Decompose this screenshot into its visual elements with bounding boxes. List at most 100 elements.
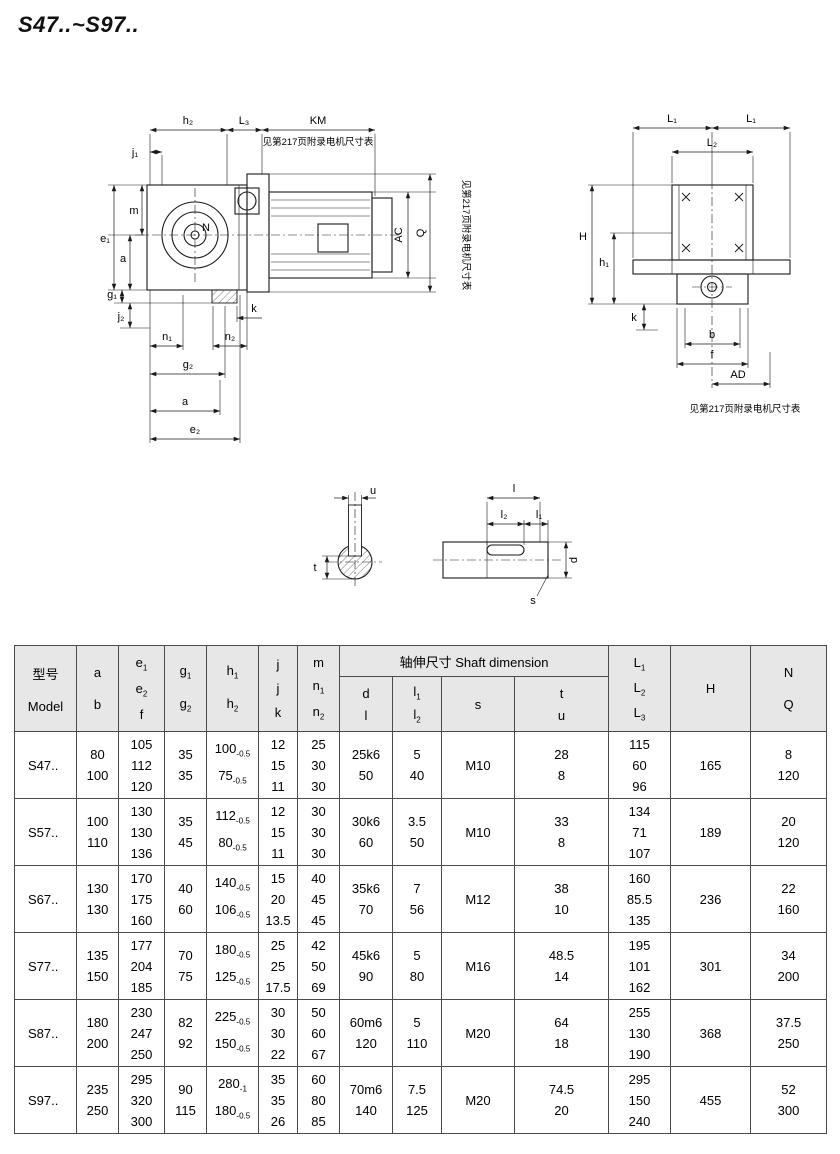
dim-label-g1: g₁ xyxy=(107,289,117,301)
header-L3: L3 xyxy=(633,704,646,723)
cell-value: 136 xyxy=(130,845,153,861)
header-l2: l2 xyxy=(413,706,421,725)
cell-value: 20 xyxy=(270,891,286,907)
cell-value: 120 xyxy=(777,835,800,850)
cell-value: M10 xyxy=(465,824,491,840)
cell-value: 30 xyxy=(311,845,326,861)
page-title: S47..~S97.. xyxy=(18,12,140,37)
cell-value: 101 xyxy=(628,958,651,974)
header-Q: Q xyxy=(783,697,794,713)
header-f: f xyxy=(139,706,144,722)
cell-value: 30 xyxy=(270,1004,286,1020)
dim-label-Q: Q xyxy=(415,228,427,237)
cell-value: 250 xyxy=(130,1046,153,1062)
cell-value: 120 xyxy=(130,778,153,794)
dim-label-h1: h₁ xyxy=(599,257,609,269)
header-a: a xyxy=(93,664,102,680)
cell-value: 40 xyxy=(178,881,193,896)
cell-value: 240 xyxy=(628,1113,651,1129)
header-g2: g2 xyxy=(179,696,192,714)
cell-value: 92 xyxy=(178,1036,193,1051)
cell-s: M10 xyxy=(441,798,515,866)
cell-value: 50 xyxy=(311,1004,326,1020)
header-n2: n2 xyxy=(312,703,325,722)
cell-value: 75 xyxy=(178,969,193,984)
cell-value: 8 xyxy=(557,768,566,783)
cell-value: 45k6 xyxy=(351,948,381,963)
cell-value: 180-0.5 xyxy=(214,1103,251,1121)
cell-value: 250 xyxy=(777,1036,800,1051)
cell-value: 107 xyxy=(628,845,651,861)
cell-value: 105 xyxy=(130,736,153,752)
cell-value: M10 xyxy=(465,757,491,773)
cell-value: 26 xyxy=(270,1113,286,1129)
cell-value: 120 xyxy=(777,768,800,783)
cell-value: 5 xyxy=(413,1015,421,1030)
cell-value: 115 xyxy=(175,1103,196,1118)
cell-value: 3.5 xyxy=(407,814,427,829)
cell-value: 255 xyxy=(628,1004,651,1020)
cell-s: M10 xyxy=(441,731,515,799)
header-e2: e2 xyxy=(135,681,148,699)
cell-value: 185 xyxy=(130,979,153,995)
cell-value: 18 xyxy=(554,1036,569,1051)
cell-mn: 40 45 45 xyxy=(297,865,340,933)
dim-label-s: s xyxy=(530,595,536,607)
cell-value: 34 xyxy=(781,948,796,963)
shaft-section-detail: u t xyxy=(313,485,382,587)
cell-value: 67 xyxy=(311,1046,326,1062)
dim-label-AC: AC xyxy=(393,227,405,242)
cell-value: 150-0.5 xyxy=(214,1036,251,1054)
header-t: t xyxy=(559,685,564,701)
cell-value: 165 xyxy=(699,757,722,773)
cell-value: 189 xyxy=(699,824,722,840)
cell-value: 130 xyxy=(86,881,109,896)
cell-value: 60 xyxy=(311,1025,326,1041)
cell-value: 12 xyxy=(270,736,286,752)
dim-label-AD: AD xyxy=(730,369,745,381)
cell-value: 30 xyxy=(311,778,326,794)
cell-value: 170 xyxy=(130,870,153,886)
cell-value: 30 xyxy=(311,757,326,773)
motor-note-top: 见第217页附录电机尺寸表 xyxy=(263,136,374,148)
cell-value: 45 xyxy=(311,891,326,907)
dim-label-j2: j₂ xyxy=(117,311,125,323)
dim-label-N: N xyxy=(202,222,210,234)
header-k: k xyxy=(274,705,282,721)
dim-label-g2: g₂ xyxy=(183,359,193,371)
cell-model: S87.. xyxy=(14,999,77,1067)
cell-value: 35 xyxy=(270,1092,286,1108)
dim-label-k-front: k xyxy=(251,303,257,315)
side-view-drawing: L₁ L₁ L₂ H h₁ k b f AD 见第217页附录电机尺寸表 xyxy=(579,113,801,415)
dim-label-L1-left: L₁ xyxy=(667,113,677,125)
cell-value: 15 xyxy=(270,870,286,886)
cell-value: 40 xyxy=(311,870,326,886)
cell-value: 175 xyxy=(130,891,153,907)
header-u: u xyxy=(557,707,566,723)
cell-value: 45 xyxy=(311,912,326,928)
